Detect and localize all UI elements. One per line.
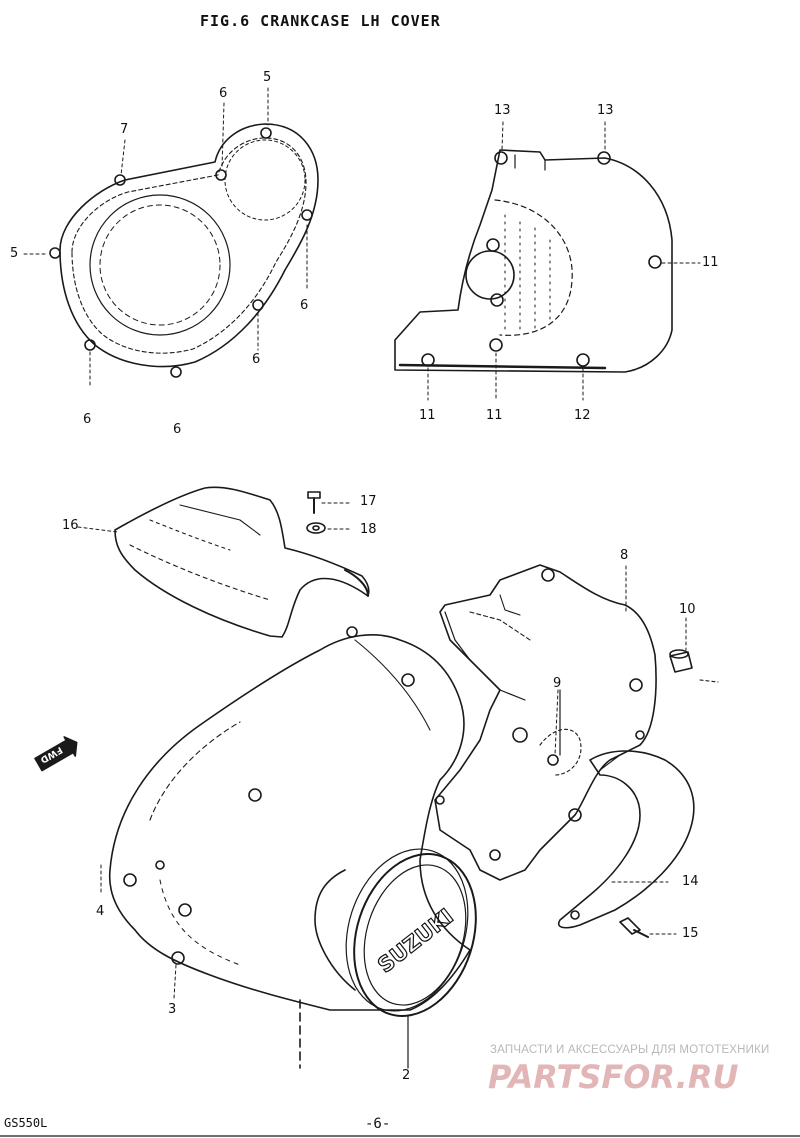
watermark-logo-text: PARTSFOR.RU (488, 1058, 738, 1094)
callout-11: 11 (486, 408, 503, 423)
figure-title: FIG.6 CRANKCASE LH COVER (200, 12, 441, 30)
cover-screw (307, 491, 321, 514)
callout-6: 6 (83, 412, 92, 427)
watermark-logo: PARTSFOR.RU (488, 1058, 738, 1094)
callout-5: 5 (10, 246, 19, 261)
fwd-arrow (34, 736, 78, 772)
callout-6: 6 (300, 298, 309, 313)
callout-5: 5 (263, 70, 272, 85)
callout-17: 17 (360, 494, 377, 509)
crankcase-lh-cover (108, 626, 471, 1069)
callout-2: 2 (402, 1068, 411, 1083)
suzuki-emblem: SUZUKI (373, 904, 458, 977)
generator-cap (345, 848, 477, 1069)
callout-8: 8 (620, 548, 629, 563)
cover-washer (306, 522, 326, 534)
leader-lines (23, 87, 701, 999)
page-number: -6- (365, 1116, 391, 1132)
callout-10: 10 (679, 602, 696, 617)
callout-9: 9 (553, 676, 562, 691)
inner-sprocket-cover (394, 149, 673, 373)
callout-11: 11 (702, 255, 719, 270)
chain-guide (558, 750, 695, 929)
callout-6: 6 (219, 86, 228, 101)
crankcase-cover-gasket (49, 123, 319, 378)
callout-18: 18 (360, 522, 377, 537)
callout-3: 3 (168, 1002, 177, 1017)
callout-16: 16 (62, 518, 79, 533)
callout-4: 4 (96, 904, 105, 919)
callout-6: 6 (252, 352, 261, 367)
callout-11: 11 (419, 408, 436, 423)
callout-13: 13 (597, 103, 614, 118)
footer-model-code: GS550L (4, 1116, 48, 1130)
watermark-caption: ЗАПЧАСТИ И АКСЕССУАРЫ ДЛЯ МОТОТЕХНИКИ (490, 1044, 770, 1056)
chain-guide-screw (619, 917, 649, 938)
callout-14: 14 (682, 874, 699, 889)
callout-6: 6 (173, 422, 182, 437)
callout-13: 13 (494, 103, 511, 118)
callout-7: 7 (120, 122, 129, 137)
sprocket-outer-cover (114, 486, 370, 638)
bracket-assembly (434, 564, 657, 881)
callout-12: 12 (574, 408, 591, 423)
callout-15: 15 (682, 926, 699, 941)
collar (669, 649, 719, 683)
